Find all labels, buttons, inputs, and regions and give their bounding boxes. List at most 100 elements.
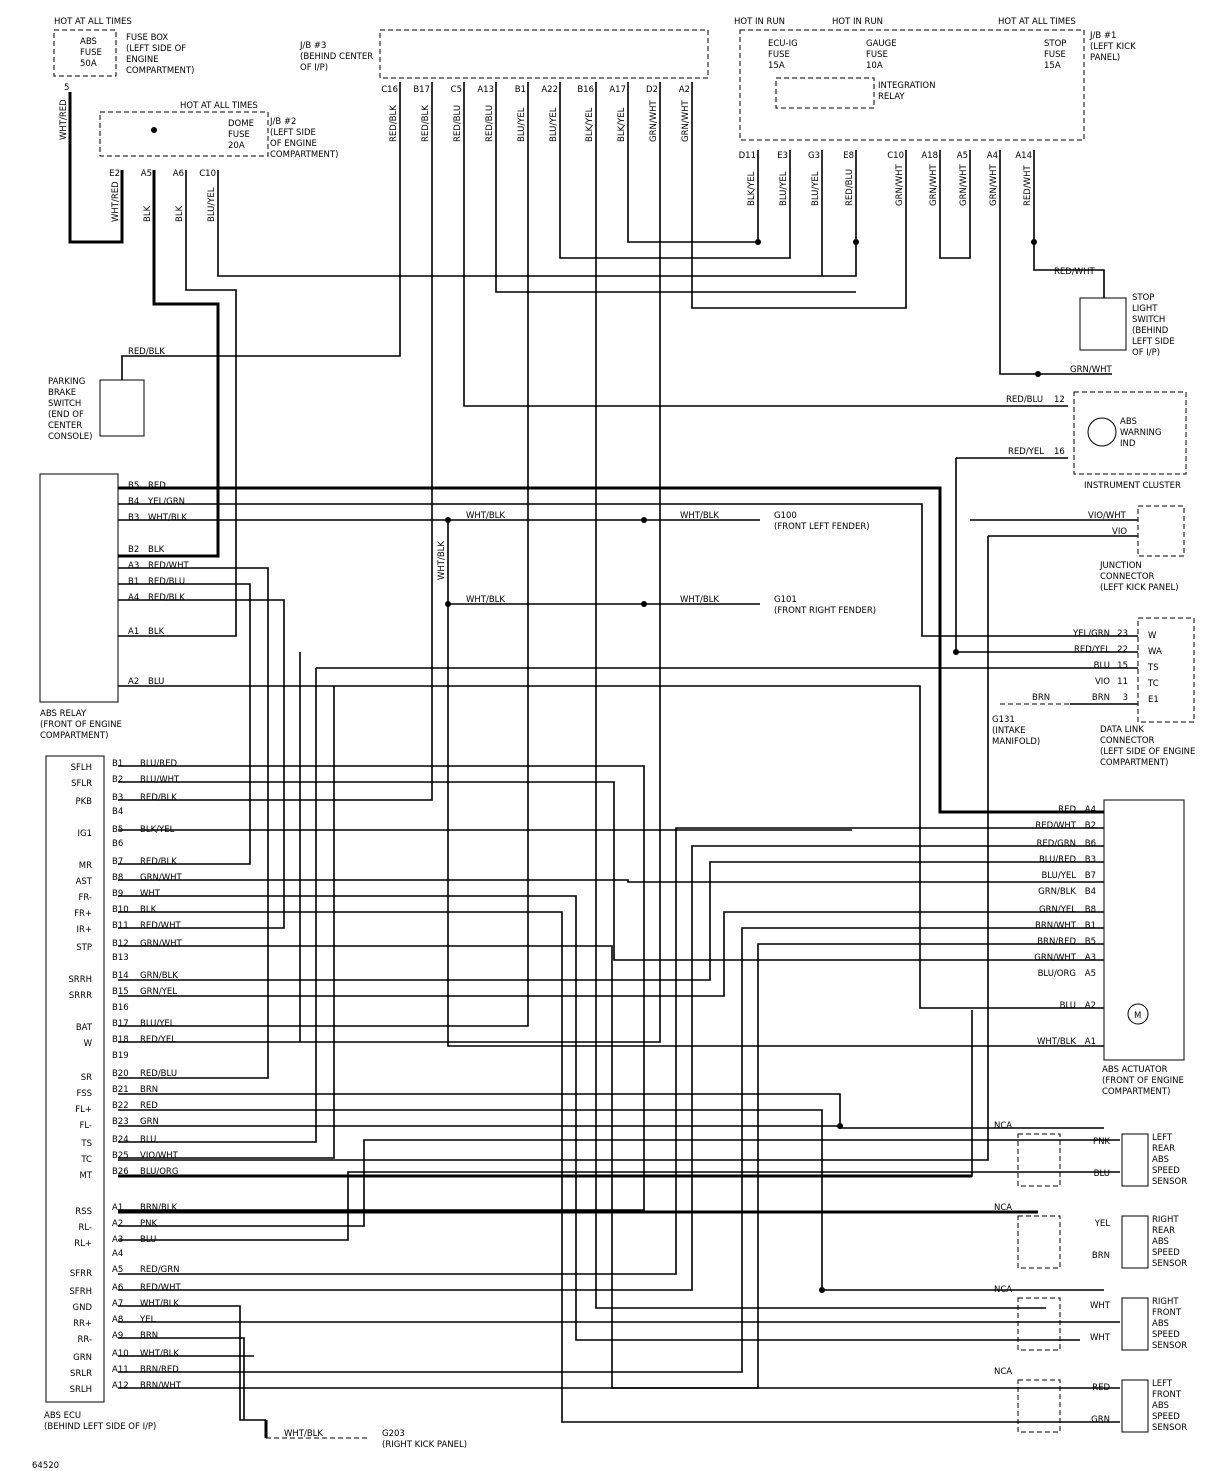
sensor-label-0-3: SPEED [1152, 1166, 1180, 1176]
dlc-term-WA: WA [1148, 647, 1162, 657]
actuator-wire-A5: BLU/ORG [1038, 969, 1076, 979]
abs-relay-wire-A4: RED/BLK [148, 593, 185, 603]
abs-relay-pin-A2: A2 [128, 677, 139, 687]
ecu-wire-B15: GRN/YEL [140, 987, 177, 997]
jb1-wire-A5: GRN/WHT [959, 163, 969, 206]
actuator-pin-B8: B8 [1085, 905, 1096, 915]
sensor-label-2-2: ABS [1152, 1319, 1169, 1329]
abs-relay-wire-A1: BLK [148, 627, 165, 637]
sensor-nca-2: NCA [994, 1285, 1012, 1295]
ecu-wire-A10: WHT/BLK [140, 1349, 179, 1359]
ecu-term-B8: AST [76, 877, 93, 887]
fuse-box-wire: WHT/RED [59, 99, 69, 140]
abs-relay-wire-A3: RED/WHT [148, 561, 189, 571]
abs-relay-pin-A3: A3 [128, 561, 139, 571]
jb3-pin-C5: C5 [451, 85, 462, 95]
junction-wire-0: VIO/WHT [1088, 511, 1127, 521]
ecu-pin-B20: B20 [112, 1069, 129, 1079]
ecu-pin-A1: A1 [112, 1203, 123, 1213]
g101-label: G101(FRONT RIGHT FENDER) [774, 595, 876, 616]
jb3-wire-D2: GRN/WHT [649, 99, 659, 142]
ecu-pin-A5: A5 [112, 1265, 123, 1275]
ecu-wire-B22: RED [140, 1101, 158, 1111]
ecu-term-B10: FR+ [74, 909, 92, 919]
ecu-term-A5: SFRR [70, 1269, 92, 1279]
ecu-wire-A8: YEL [139, 1315, 156, 1325]
ecu-term-A7: GND [73, 1303, 93, 1313]
ecu-pin-B24: B24 [112, 1135, 129, 1145]
ecu-wire-B18: RED/YEL [140, 1035, 176, 1045]
abs-relay-wire-B1: RED/BLU [148, 577, 185, 587]
ecu-pin-A8: A8 [112, 1315, 123, 1325]
sensor-label-0-2: ABS [1152, 1155, 1169, 1165]
abs-relay-wire-A2: BLU [148, 677, 164, 687]
ecu-wire-B7: RED/BLK [140, 857, 177, 867]
ecu-term-B5: IG1 [77, 829, 92, 839]
ecu-pin-B21: B21 [112, 1085, 129, 1095]
abs-relay-wire-B4: YEL/GRN [147, 497, 185, 507]
ecu-wire-B3: RED/BLK [140, 793, 177, 803]
g131-wire: BRN [1032, 693, 1050, 703]
ecu-pin-A2: A2 [112, 1219, 123, 1229]
ecu-pin-B26: B26 [112, 1167, 129, 1177]
fuse-box-pin: 5 [64, 83, 69, 93]
jb3-pin-B17: B17 [413, 85, 430, 95]
ecu-pin-B8: B8 [112, 873, 123, 883]
actuator-wire-B2: RED/WHT [1035, 821, 1076, 831]
sensor-label-2-1: FRONT [1152, 1308, 1182, 1318]
ecu-pin-B14: B14 [112, 971, 129, 981]
ecu-pin-B1: B1 [112, 759, 123, 769]
jb3-wire-B17: RED/BLK [421, 105, 431, 142]
actuator-pin-B5: B5 [1085, 937, 1096, 947]
jb2-pin-A6: A6 [173, 169, 184, 179]
dlc-num-E1: 3 [1123, 693, 1128, 703]
actuator-pin-B2: B2 [1085, 821, 1096, 831]
dlc-wire-E1: BRN [1092, 693, 1110, 703]
jb1-pin-A14: A14 [1015, 151, 1032, 161]
ecu-term-B18: W [84, 1039, 93, 1049]
splice-wire-1: WHT/BLK [466, 511, 505, 521]
sensor-wire-b-0: BLU [1094, 1169, 1110, 1179]
sensor-wire-b-3: GRN [1091, 1415, 1110, 1425]
sensor-label-1-3: SPEED [1152, 1248, 1180, 1258]
dlc-term-W: W [1148, 631, 1157, 641]
sensor-label-2-0: RIGHT [1152, 1297, 1179, 1307]
jb2-pin-E2: E2 [109, 169, 120, 179]
actuator-wire-A3: GRN/WHT [1034, 953, 1077, 963]
jb1-pin-E3: E3 [777, 151, 788, 161]
jb1-pin-C10: C10 [887, 151, 904, 161]
abs-relay-pin-B3: B3 [128, 513, 139, 523]
ecu-term-A11: SRLR [70, 1369, 92, 1379]
jb3-pin-A17: A17 [609, 85, 626, 95]
ecu-wire-A1: BRN/BLK [140, 1203, 178, 1213]
ecu-term-B14: SRRH [68, 975, 92, 985]
sensor-label-1-4: SENSOR [1152, 1259, 1187, 1269]
sensor-label-3-2: ABS [1152, 1401, 1169, 1411]
ecu-wire-B20: RED/BLU [140, 1069, 177, 1079]
ecu-term-B24: TS [80, 1139, 92, 1149]
actuator-wire-B8: GRN/YEL [1039, 905, 1076, 915]
sensor-wire-a-2: WHT [1090, 1301, 1111, 1311]
stop-switch-wire-out: GRN/WHT [1070, 365, 1113, 375]
sensor-label-1-1: REAR [1152, 1226, 1175, 1236]
ecu-term-A9: RR- [77, 1335, 92, 1345]
sensor-label-2-3: SPEED [1152, 1330, 1180, 1340]
dlc-num-W: 23 [1117, 629, 1128, 639]
ecu-term-A12: SRLH [70, 1385, 92, 1395]
jb3-wire-B1: BLU/YEL [517, 107, 527, 142]
ecu-term-B20: SR [81, 1073, 92, 1083]
ecu-pin-B3: B3 [112, 793, 123, 803]
wiring-art [39, 29, 1195, 1439]
dlc-num-TC: 11 [1117, 677, 1128, 687]
ecu-term-B25: TC [80, 1155, 92, 1165]
actuator-pin-B7: B7 [1085, 871, 1096, 881]
ecu-wire-B23: GRN [140, 1117, 159, 1127]
ecu-pin-B11: B11 [112, 921, 129, 931]
g101-wire: WHT/BLK [680, 595, 719, 605]
